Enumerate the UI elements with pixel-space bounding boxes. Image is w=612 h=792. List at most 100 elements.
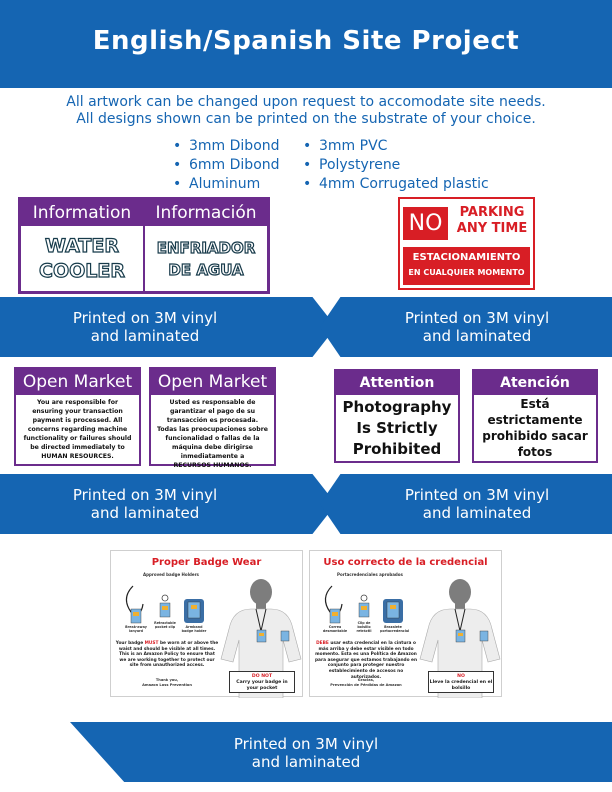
- intro-text: All artwork can be changed upon request …: [0, 94, 612, 128]
- sign-header: Attention: [336, 371, 458, 395]
- banner-caption-line: and laminated: [90, 504, 200, 522]
- no-parking-spanish: ESTACIONAMIENTO EN CUALQUIER MOMENTO: [403, 247, 530, 285]
- caption-banner-left: Printed on 3M vinyl and laminated: [0, 297, 336, 357]
- poster-title: Uso correcto de la credencial: [323, 557, 488, 568]
- sign-text-line: Está: [520, 397, 550, 411]
- sign-text-line: Is Strictly: [356, 418, 438, 437]
- poster-text-emphasis: DEBE: [316, 641, 329, 646]
- sign-text-line: Prohibited: [352, 439, 442, 458]
- page-title: English/Spanish Site Project: [92, 26, 520, 56]
- intro-line-1: All artwork can be changed upon request …: [66, 94, 546, 110]
- badge-poster-spanish: Uso correcto de la credencial Portacrede…: [309, 550, 502, 698]
- open-market-sign-english: Open Market You are responsible for ensu…: [14, 367, 141, 466]
- poster-text-part: usar esta credencial en la cintura o más…: [314, 641, 418, 680]
- sign-body: Está estrictamente prohibido sacar fotos: [474, 395, 596, 461]
- sign-text-line: Photography: [342, 397, 452, 416]
- poster-warning-text: Lleve la credencial en el bolsillo: [429, 680, 493, 691]
- banner-caption: Printed on 3M vinyl and laminated: [332, 486, 612, 522]
- sign-text-line: ESTACIONAMIENTO: [412, 252, 521, 263]
- sign-body: Usted es responsable de garantizar el pa…: [151, 395, 274, 473]
- poster-subtitle: Approved badge Holders: [143, 572, 199, 577]
- poster-signoff-line: Thank you,: [155, 678, 179, 682]
- banner-caption-line: and laminated: [251, 753, 361, 771]
- sign-body-text: Usted es responsable de garantizar el pa…: [157, 399, 268, 460]
- poster-signoff-line: Gracias,: [357, 678, 375, 682]
- sign-body-dept: HUMAN RESOURCES.: [41, 453, 114, 460]
- poster-signoff: Gracias,Prevención de Pérdidas de Amazon: [324, 678, 408, 688]
- parking-label: PARKING ANY TIME: [452, 205, 532, 237]
- sign-text-line: ANY TIME: [456, 221, 528, 236]
- poster-warning-text: Carry your badge in your pocket: [236, 680, 288, 691]
- poster-warning-title: NO: [457, 674, 465, 679]
- poster-signoff-line: Prevención de Pérdidas de Amazon: [330, 683, 402, 687]
- sign-header: Information: [21, 200, 143, 226]
- attention-sign-spanish: Atención Está estrictamente prohibido sa…: [472, 369, 598, 463]
- open-market-sign-spanish: Open Market Usted es responsable de gara…: [149, 367, 276, 469]
- poster-caption: Armband badge holder: [181, 625, 207, 633]
- poster-subtitle: Portacredenciales aprobados: [337, 572, 403, 577]
- sign-text-line: prohibido sacar: [482, 429, 588, 443]
- poster-signoff-line: Amazon Loss Prevention: [142, 683, 192, 687]
- caption-banner-right: Printed on 3M vinyl and laminated: [320, 474, 612, 534]
- sign-header: Open Market: [16, 369, 139, 395]
- no-parking-sign: NO PARKING ANY TIME ESTACIONAMIENTO EN C…: [398, 197, 535, 290]
- banner-caption-line: Printed on 3M vinyl: [72, 486, 218, 504]
- banner-caption-line: and laminated: [90, 327, 200, 345]
- poster-body-text: Your badge MUST be worn at or above the …: [115, 641, 219, 669]
- caption-banner-bottom: Printed on 3M vinyl and laminated: [70, 722, 612, 782]
- sign-text-line: PARKING: [459, 205, 525, 220]
- caption-banner-left: Printed on 3M vinyl and laminated: [0, 474, 336, 534]
- poster-caption: Break-away lanyard: [125, 625, 147, 633]
- poster-text-part: be worn at or above the waist and should…: [118, 641, 219, 669]
- attention-sign-english: Attention Photography Is Strictly Prohib…: [334, 369, 460, 463]
- substrate-list: 3mm Dibond 3mm PVC 6mm Dibond Polystyren…: [173, 137, 593, 194]
- poster-signoff: Thank you,Amazon Loss Prevention: [125, 678, 209, 688]
- substrate-item: 3mm PVC: [303, 137, 563, 156]
- sign-header: Información: [145, 200, 267, 226]
- substrate-item: Aluminum: [173, 175, 303, 194]
- water-cooler-sign-spanish: Información ENFRIADOR DE AGUA: [143, 200, 267, 291]
- sign-text-line: WATER: [44, 234, 119, 257]
- sign-text-line: COOLER: [38, 259, 125, 282]
- sign-header: Open Market: [151, 369, 274, 395]
- badge-poster-english: Proper Badge Wear Approved badge Holders…: [110, 550, 303, 698]
- banner-caption: Printed on 3M vinyl and laminated: [332, 309, 612, 345]
- banner-caption-line: Printed on 3M vinyl: [404, 486, 550, 504]
- banner-caption-line: Printed on 3M vinyl: [233, 735, 379, 753]
- sign-body: ENFRIADOR DE AGUA: [145, 226, 267, 291]
- sign-text-line: EN CUALQUIER MOMENTO: [408, 268, 525, 277]
- no-label: NO: [403, 207, 448, 240]
- poster-caption: Brazalete portacredencial: [380, 625, 410, 633]
- intro-line-2: All designs shown can be printed on the …: [76, 111, 536, 127]
- sign-text-line: fotos: [517, 445, 553, 459]
- sign-body-dept: RECURSOS HUMANOS.: [173, 462, 252, 469]
- banner-caption: Printed on 3M vinyl and laminated: [0, 309, 290, 345]
- banner-caption-line: and laminated: [422, 504, 532, 522]
- substrate-item: Polystyrene: [303, 156, 563, 175]
- sign-header: Atención: [474, 371, 596, 395]
- substrate-item: 4mm Corrugated plastic: [303, 175, 563, 194]
- sign-text-line: DE AGUA: [168, 260, 244, 279]
- poster-title: Proper Badge Wear: [151, 557, 262, 568]
- caption-banner-right: Printed on 3M vinyl and laminated: [320, 297, 612, 357]
- banner-caption-line: Printed on 3M vinyl: [72, 309, 218, 327]
- banner-caption-line: and laminated: [422, 327, 532, 345]
- poster-caption: Retractable pocket clip: [154, 621, 176, 629]
- header-banner: [0, 0, 612, 88]
- substrate-item: 3mm Dibond: [173, 137, 303, 156]
- sign-text-line: ENFRIADOR: [156, 238, 256, 257]
- poster-caption: Correa desmontable: [322, 625, 348, 633]
- banner-caption-line: Printed on 3M vinyl: [404, 309, 550, 327]
- poster-body-text: DEBE usar esta credencial en la cintura …: [314, 641, 418, 680]
- poster-warning-title: DO NOT: [251, 674, 273, 679]
- sign-text-line: estrictamente: [487, 413, 583, 427]
- poster-text-part: Your badge: [115, 641, 145, 646]
- poster-caption: Clip de bolsillo retráctil: [356, 621, 372, 633]
- sign-body-text: You are responsible for ensuring your tr…: [23, 399, 132, 451]
- banner-caption: Printed on 3M vinyl and laminated: [70, 735, 542, 771]
